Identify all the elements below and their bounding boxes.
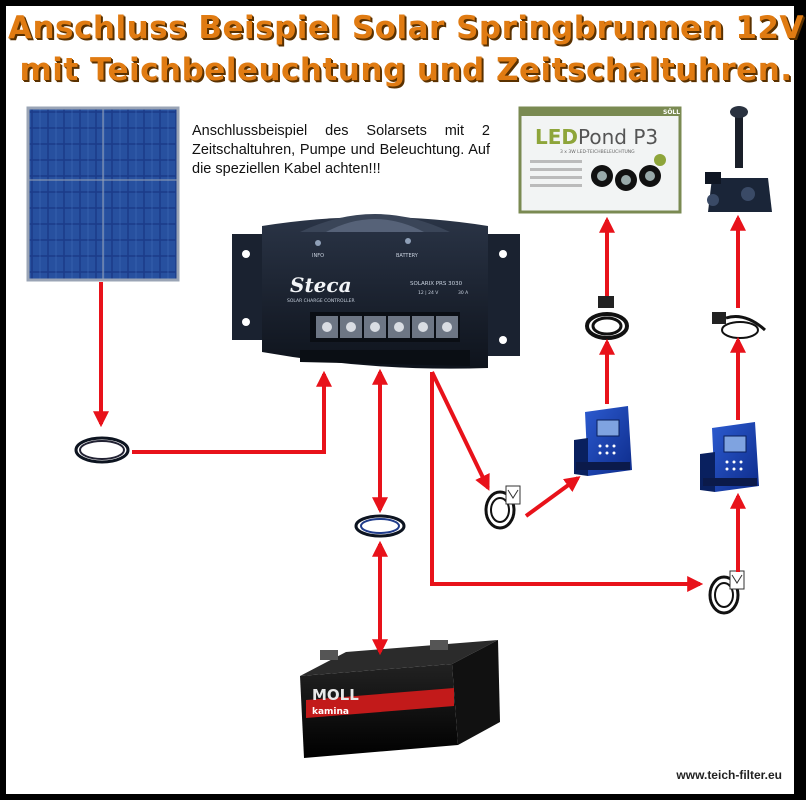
led-box-product-name: Pond P3 xyxy=(578,125,658,149)
led-box-led-word: LED xyxy=(535,125,578,149)
controller-terminals xyxy=(316,316,458,338)
footer-url: www.teich-filter.eu xyxy=(676,768,782,782)
led-pond-box: SÖLL LED Pond P3 3 x 3W LED-TEICHBELEUCH… xyxy=(518,106,682,214)
description-text: Anschlussbeispiel des Solarsets mit 2 Ze… xyxy=(192,123,490,177)
diagram-canvas: Anschluss Beispiel Solar Springbrunnen 1… xyxy=(6,6,804,794)
arrows xyxy=(93,214,746,656)
arrow-ycable-1-to-timer-1 xyxy=(524,476,581,518)
panel-cable-coil xyxy=(74,436,130,464)
controller-current: 30 A xyxy=(458,290,469,296)
controller-model: SOLARIX PRS 3030 xyxy=(410,281,463,287)
arrow-controller-to-ycable-1 xyxy=(430,371,490,491)
timer-switch-2 xyxy=(700,422,759,492)
wiring-diagram: INFO BATTERY Steca SOLAR CHARGE CONTROLL… xyxy=(26,106,772,758)
controller-battery-label: BATTERY xyxy=(396,253,419,259)
solar-panel xyxy=(26,106,180,282)
led-box-tagline: 3 x 3W LED-TEICHBELEUCHTUNG xyxy=(560,149,635,155)
title-line-2: mit Teichbeleuchtung und Zeitschaltuhren… xyxy=(19,52,793,88)
battery: MOLL kamina xyxy=(300,640,500,758)
y-cable-1 xyxy=(484,485,521,530)
title-line-1: Anschluss Beispiel Solar Springbrunnen 1… xyxy=(8,10,804,46)
charge-controller: INFO BATTERY Steca SOLAR CHARGE CONTROLL… xyxy=(232,214,520,369)
timer-switch-1 xyxy=(574,406,632,476)
battery-cable-coil xyxy=(354,514,406,538)
controller-brand: Steca xyxy=(290,273,352,297)
controller-voltage: 12 | 24 V xyxy=(418,290,439,296)
y-cable-2 xyxy=(708,570,745,615)
arrow-controller-to-ycable-2 xyxy=(430,372,704,592)
controller-info-label: INFO xyxy=(312,253,324,259)
battery-sub: kamina xyxy=(312,707,349,717)
led-box-brand: SÖLL xyxy=(663,109,680,116)
pump-cable xyxy=(712,312,767,339)
controller-subtitle: SOLAR CHARGE CONTROLLER xyxy=(287,298,355,304)
battery-brand: MOLL xyxy=(312,686,359,704)
fountain-pump xyxy=(705,106,772,212)
led-cable-connector xyxy=(585,296,629,340)
arrow-coil-to-controller xyxy=(132,370,332,454)
